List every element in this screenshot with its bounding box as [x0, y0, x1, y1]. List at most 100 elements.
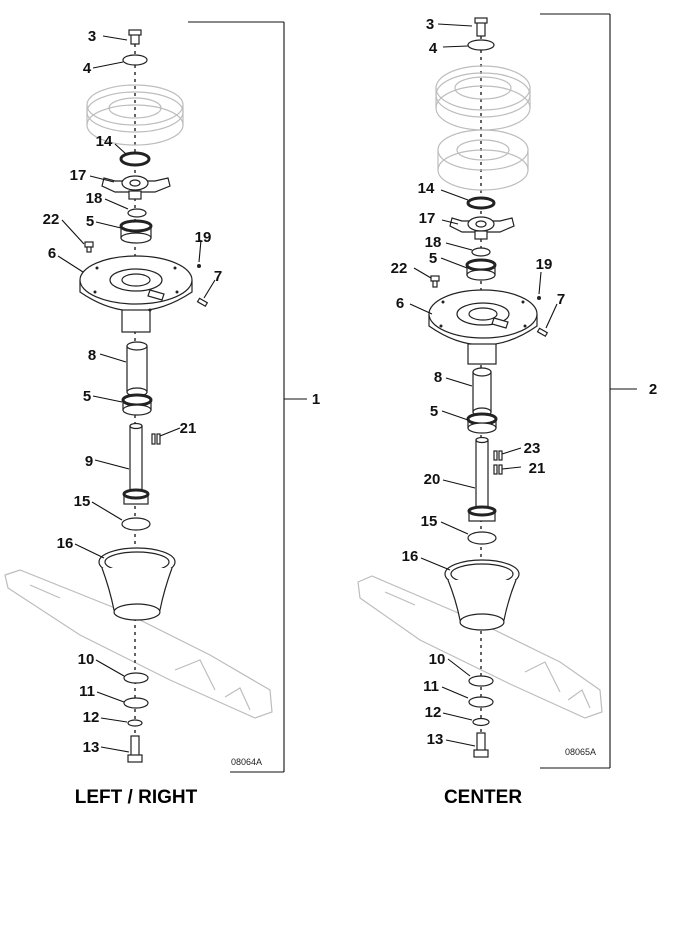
callout-17-center: 17: [419, 210, 436, 227]
part-23-key-center: [493, 450, 503, 461]
leaders-left: [57, 35, 216, 753]
callout-8-center: 8: [434, 369, 442, 386]
part-12-washer-center: [472, 717, 490, 727]
part-6-housing-center: [428, 289, 538, 365]
part-15-washer-left: [121, 517, 151, 531]
part-8-spacer-left: [126, 341, 148, 397]
callout-9-left: 9: [85, 453, 93, 470]
assembly-center: 3 4 14 17 18 5 22 19 7 6 8 5 23 21 20 15…: [391, 13, 657, 808]
part-13-bolt-left: [127, 735, 143, 763]
part-5-upper-bearing-left: [119, 219, 153, 244]
part-19-dot-center: [537, 296, 541, 300]
part-11-washer-center: [468, 696, 494, 708]
part-10-washer-left: [123, 672, 149, 684]
pulley-lower-center: [437, 129, 529, 191]
pulley-upper-center: [435, 65, 531, 131]
callout-6-left: 6: [48, 245, 56, 262]
part-3-bolt-left: [128, 29, 142, 45]
callout-4-center: 4: [429, 40, 438, 57]
part-7-screw-left: [196, 297, 209, 308]
part-6-housing-left: [79, 255, 193, 333]
callout-3-left: 3: [88, 28, 96, 45]
callout-11-left: 11: [79, 683, 95, 700]
callout-15-left: 15: [74, 493, 91, 510]
callout-15-center: 15: [421, 513, 438, 530]
callout-16-left: 16: [57, 535, 74, 552]
assembly-number-1: 1: [312, 391, 320, 408]
callout-10-center: 10: [429, 651, 446, 668]
callout-21-center: 21: [529, 460, 546, 477]
part-14-bearing-left: [119, 151, 151, 167]
part-14-bearing-center: [466, 196, 496, 210]
caption-left-right: LEFT / RIGHT: [75, 787, 198, 808]
part-11-washer-left: [123, 697, 149, 709]
callout-7-center: 7: [557, 291, 565, 308]
part-18-spacer-center: [471, 247, 491, 257]
part-19-dot-left: [197, 264, 201, 268]
assembly-number-2: 2: [649, 381, 657, 398]
part-18-spacer-left: [127, 208, 147, 218]
callout-18-left: 18: [86, 190, 103, 207]
pulley-left: [86, 84, 184, 146]
caption-center: CENTER: [444, 787, 522, 808]
part-5-upper-bearing-center: [465, 258, 497, 281]
callout-5-lower-center: 5: [430, 403, 438, 420]
callout-22-left: 22: [43, 211, 60, 228]
callout-22-center: 22: [391, 260, 408, 277]
callout-17-left: 17: [70, 167, 87, 184]
assembly-left-right: 3 4 14 17 18 22 5 19 6 7 8 5 21 9 15 16 …: [43, 21, 320, 808]
bracket-left: [188, 21, 307, 773]
part-5-lower-bearing-left: [121, 393, 153, 416]
callout-5-upper-center: 5: [429, 250, 437, 267]
callout-4-left: 4: [83, 60, 92, 77]
part-7-screw-center: [536, 327, 549, 338]
callout-19-left: 19: [195, 229, 212, 246]
blade-center: [357, 575, 603, 719]
callout-10-left: 10: [78, 651, 95, 668]
part-4-washer-center: [467, 39, 495, 51]
callout-8-left: 8: [88, 347, 96, 364]
callout-7-left: 7: [214, 268, 222, 285]
drawing-code-left: 08064A: [231, 757, 262, 767]
callout-5-lower-left: 5: [83, 388, 91, 405]
part-20-spindle-center: [467, 436, 497, 522]
callout-18-center: 18: [425, 234, 442, 251]
callout-14-left: 14: [96, 133, 113, 150]
callout-21-left: 21: [180, 420, 197, 437]
part-22-fitting-center: [430, 275, 440, 288]
blade-left: [4, 569, 273, 719]
part-21-key-center: [493, 464, 503, 475]
part-16-cup-center: [444, 559, 520, 631]
callout-11-center: 11: [423, 678, 439, 695]
callout-20-center: 20: [424, 471, 441, 488]
callout-12-left: 12: [83, 709, 100, 726]
part-22-fitting-left: [84, 241, 94, 253]
part-21-key-left: [151, 433, 161, 445]
part-4-washer-left: [122, 54, 148, 66]
callout-3-center: 3: [426, 16, 434, 33]
part-5-lower-bearing-center: [466, 412, 498, 434]
part-12-washer-left: [127, 719, 143, 727]
leaders-center: [409, 23, 558, 747]
callout-14-center: 14: [418, 180, 435, 197]
callout-12-center: 12: [425, 704, 442, 721]
part-15-washer-center: [467, 531, 497, 545]
bracket-center: [540, 13, 637, 769]
callout-19-center: 19: [536, 256, 553, 273]
part-3-bolt-center: [474, 17, 488, 37]
callout-23-center: 23: [524, 440, 541, 457]
callout-16-center: 16: [402, 548, 419, 565]
part-9-spindle-left: [122, 422, 150, 505]
callout-13-left: 13: [83, 739, 100, 756]
part-16-cup-left: [98, 547, 176, 621]
part-17-flange-center: [449, 216, 515, 240]
part-13-bolt-center: [473, 732, 489, 758]
callout-5-upper-left: 5: [86, 213, 94, 230]
part-8-spacer-center: [472, 367, 492, 417]
callout-6-center: 6: [396, 295, 404, 312]
drawing-code-center: 08065A: [565, 747, 596, 757]
callout-13-center: 13: [427, 731, 444, 748]
part-10-washer-center: [468, 675, 494, 687]
part-17-flange-left: [101, 175, 171, 200]
